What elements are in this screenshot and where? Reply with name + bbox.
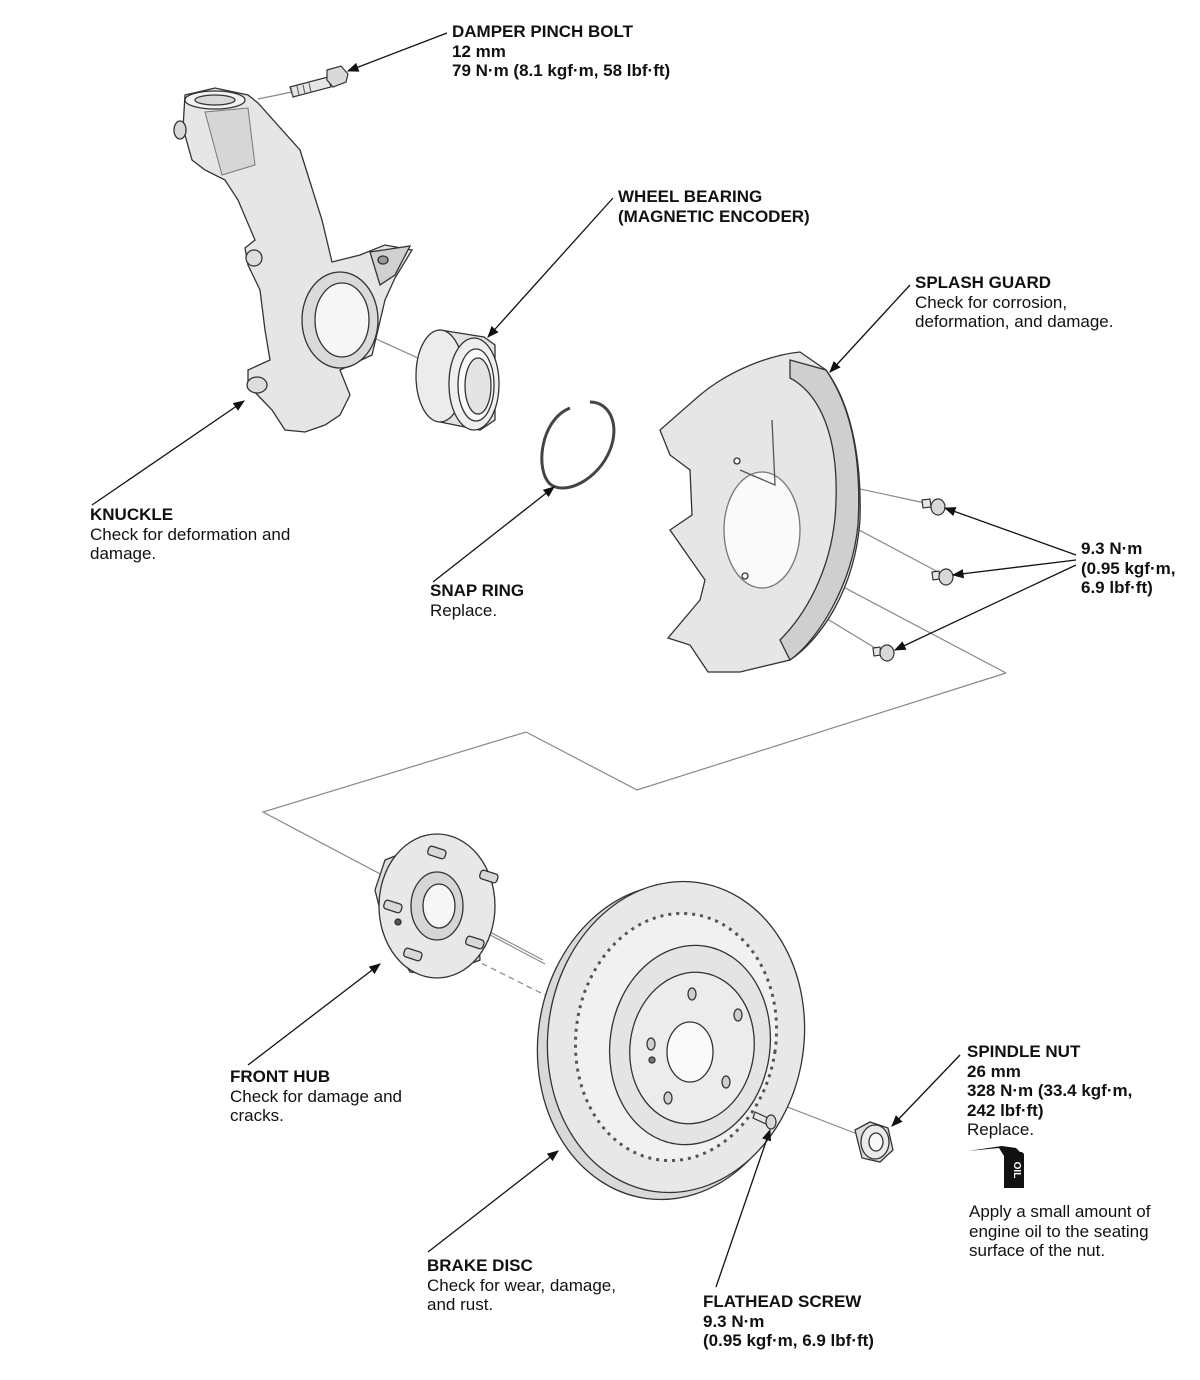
engine-oil-note-2: engine oil to the seating	[969, 1221, 1149, 1241]
engine-oil-note-3: surface of the nut.	[969, 1241, 1106, 1260]
knuckle-callout: KNUCKLE Check for deformation and damage…	[90, 505, 290, 564]
wheel-bearing-callout: WHEEL BEARING (MAGNETIC ENCODER)	[618, 187, 810, 226]
front-hub-note-1: Check for damage and	[230, 1086, 402, 1106]
damper-pinch-bolt-callout: DAMPER PINCH BOLT 12 mm 79 N·m (8.1 kgf·…	[452, 22, 670, 81]
damper-pinch-bolt-torque: 79 N·m (8.1 kgf·m, 58 lbf·ft)	[452, 61, 671, 80]
oil-can-label: OIL	[1011, 1162, 1022, 1179]
splash-guard-bolts-torque-callout: 9.3 N·m (0.95 kgf·m, 6.9 lbf·ft)	[1081, 539, 1175, 598]
knuckle-note-1: Check for deformation and	[90, 524, 291, 544]
brake-disc-note-2: and rust.	[427, 1295, 494, 1314]
brake-disc-note-1: Check for wear, damage,	[427, 1275, 616, 1295]
flathead-screw-torque-2: (0.95 kgf·m, 6.9 lbf·ft)	[703, 1331, 874, 1350]
damper-pinch-bolt-part	[289, 65, 349, 98]
knuckle-title: KNUCKLE	[90, 505, 174, 524]
splash-guard-callout: SPLASH GUARD Check for corrosion, deform…	[915, 273, 1113, 332]
spindle-nut-size: 26 mm	[967, 1061, 1021, 1081]
snap-ring-title: SNAP RING	[430, 581, 525, 600]
flathead-screw-callout: FLATHEAD SCREW 9.3 N·m (0.95 kgf·m, 6.9 …	[703, 1292, 874, 1351]
spindle-nut-torque-1: 328 N·m (33.4 kgf·m,	[967, 1081, 1133, 1100]
splash-guard-note-2: deformation, and damage.	[915, 312, 1114, 331]
oil-can-icon: OIL	[968, 1146, 1024, 1188]
wheel-bearing-part	[415, 329, 500, 431]
brake-disc-callout: BRAKE DISC Check for wear, damage, and r…	[427, 1256, 616, 1315]
snap-ring-part	[540, 400, 616, 490]
splash-guard-part	[659, 351, 861, 673]
snap-ring-callout: SNAP RING Replace.	[430, 581, 524, 620]
damper-pinch-bolt-size: 12 mm	[452, 41, 506, 61]
spindle-nut-part	[854, 1121, 894, 1163]
front-hub-note-2: cracks.	[230, 1106, 284, 1125]
splash-guard-bolts-torque-3: 6.9 lbf·ft)	[1081, 578, 1153, 597]
engine-oil-note-1: Apply a small amount of	[969, 1202, 1151, 1221]
front-hub-callout: FRONT HUB Check for damage and cracks.	[230, 1067, 402, 1126]
brake-disc-part	[536, 880, 806, 1201]
spindle-nut-title: SPINDLE NUT	[967, 1042, 1081, 1061]
splash-guard-bolts-torque-2: (0.95 kgf·m,	[1081, 558, 1176, 578]
damper-pinch-bolt-title: DAMPER PINCH BOLT	[452, 22, 634, 41]
splash-guard-bolts-torque-1: 9.3 N·m	[1081, 539, 1143, 558]
flathead-screw-title: FLATHEAD SCREW	[703, 1292, 862, 1311]
splash-guard-bolts-part	[872, 498, 954, 662]
flathead-screw-part	[752, 1111, 777, 1130]
flathead-screw-torque-1: 9.3 N·m	[703, 1311, 765, 1331]
callout-leader-lines	[91, 32, 1077, 1288]
engine-oil-note: Apply a small amount of engine oil to th…	[969, 1202, 1150, 1261]
brake-disc-title: BRAKE DISC	[427, 1256, 533, 1275]
front-hub-part	[374, 833, 499, 979]
wheel-bearing-subtitle: (MAGNETIC ENCODER)	[618, 206, 810, 226]
snap-ring-note: Replace.	[430, 600, 498, 620]
spindle-nut-callout: SPINDLE NUT 26 mm 328 N·m (33.4 kgf·m, 2…	[967, 1042, 1132, 1140]
spindle-nut-torque-2: 242 lbf·ft)	[967, 1100, 1044, 1120]
wheel-bearing-title: WHEEL BEARING	[618, 187, 763, 206]
knuckle-part	[173, 87, 414, 433]
splash-guard-note-1: Check for corrosion,	[915, 292, 1068, 312]
front-hub-title: FRONT HUB	[230, 1067, 331, 1086]
knuckle-note-2: damage.	[90, 544, 157, 563]
spindle-nut-note: Replace.	[967, 1120, 1035, 1139]
splash-guard-title: SPLASH GUARD	[915, 273, 1052, 292]
